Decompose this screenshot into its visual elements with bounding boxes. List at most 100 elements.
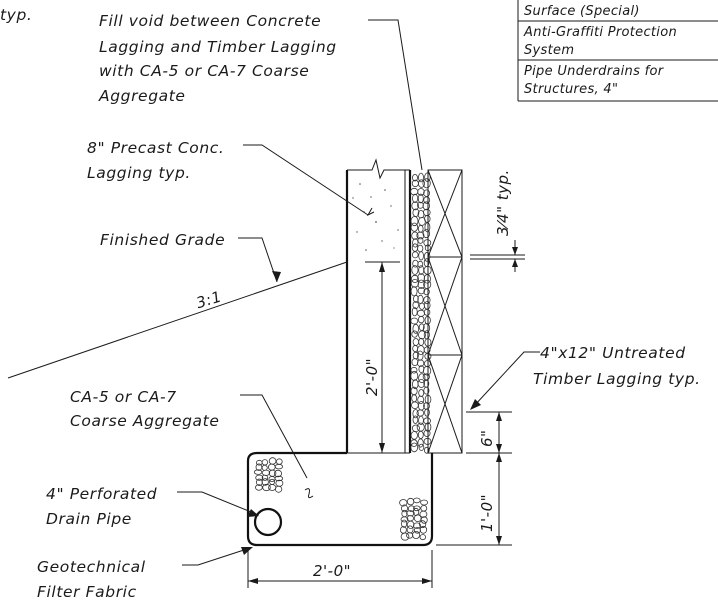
aggregate-stone	[418, 373, 426, 384]
lagging-height-dimension: 2'-0"	[363, 358, 381, 396]
aggregate-stone	[418, 520, 427, 529]
aggregate-stone	[255, 474, 264, 481]
aggregate-stone	[412, 301, 419, 310]
aggregate-stone	[422, 365, 432, 376]
aggregate-stone	[419, 510, 428, 518]
aggregate-stone	[413, 294, 419, 303]
aggregate-stone	[417, 179, 425, 188]
aggregate-stone	[406, 520, 415, 529]
aggregate-stone	[410, 187, 419, 196]
drain-pipe-label-line2: Drain Pipe	[46, 510, 132, 528]
aggregate-stone	[418, 443, 425, 451]
aggregate-stone	[261, 474, 269, 481]
aggregate-stone	[423, 196, 431, 204]
aggregate-stone	[410, 286, 418, 297]
aggregate-stone	[423, 239, 432, 247]
aggregate-stone	[411, 401, 419, 410]
aggregate-stone	[417, 224, 424, 233]
pay-item-table: Surface (Special) Anti-Graffiti Protecti…	[517, 0, 718, 102]
aggregate-stone	[423, 274, 431, 284]
aggregate-stone	[261, 459, 269, 466]
aggregate-stone	[417, 438, 424, 448]
aggregate-stone	[261, 469, 271, 476]
aggregate-stone	[274, 463, 283, 470]
aggregate-stone	[412, 415, 419, 424]
aggregate-stone	[410, 222, 419, 232]
aggregate-stone	[411, 330, 418, 338]
aggregate-stone	[417, 244, 424, 253]
aggregate-stone	[275, 458, 283, 465]
aggregate-stone	[412, 522, 421, 529]
aggregate-stone	[411, 358, 419, 367]
aggregate-stone	[410, 431, 418, 440]
fill-void-label-line2: Lagging and Timber Lagging	[99, 38, 337, 56]
table-row-anti-graffiti: Anti-Graffiti Protection	[523, 25, 677, 40]
aggregate-stone	[417, 395, 425, 404]
aggregate-stone	[261, 464, 268, 471]
timber-label-line2: Timber Lagging typ.	[533, 370, 701, 388]
aggregate-stone	[419, 534, 426, 541]
aggregate-stone	[422, 323, 431, 334]
aggregate-stone	[412, 409, 419, 419]
aggregate-stone	[410, 274, 419, 283]
timber-lagging-boards	[427, 169, 463, 454]
aggregate-stone	[412, 497, 421, 504]
break-squiggle	[304, 488, 314, 499]
aggregate-stone	[410, 442, 419, 453]
aggregate-stone	[412, 344, 419, 353]
fill-void-label-line1: Fill void between Concrete	[99, 12, 321, 30]
aggregate-stone	[422, 373, 430, 381]
fill-void-label-line3: with CA-5 or CA-7 Coarse	[99, 62, 309, 80]
aggregate-stone	[422, 229, 430, 239]
aggregate-stone	[401, 504, 408, 513]
aggregate-stone	[400, 516, 409, 523]
aggregate-stone	[423, 417, 431, 425]
drain-pipe-label-line1: 4" Perforated	[46, 485, 157, 503]
aggregate-stone	[412, 238, 419, 248]
aggregate-stone	[417, 279, 426, 290]
aggregate-stone	[411, 243, 419, 252]
aggregate-stone	[418, 315, 425, 324]
aggregate-stone	[418, 302, 425, 310]
table-row-surface: Surface (Special)	[524, 4, 640, 19]
aggregate-stone	[417, 188, 425, 196]
aggregate-stone	[417, 345, 425, 356]
aggregate-stone	[420, 499, 429, 506]
aggregate-stone	[423, 330, 430, 340]
aggregate-stone	[416, 309, 425, 317]
aggregate-stone	[410, 439, 418, 447]
aggregate-stone	[412, 338, 420, 346]
aggregate-stone	[424, 222, 431, 233]
aggregate-stone	[410, 366, 418, 374]
aggregate-stone	[412, 173, 418, 182]
aggregate-stone	[267, 463, 276, 471]
aggregate-stone	[418, 330, 426, 340]
slope-label: 3:1	[194, 287, 224, 312]
aggregate-stone	[401, 519, 408, 528]
aggregate-stone	[411, 201, 420, 211]
aggregate-stone	[274, 475, 284, 482]
aggregate-stone	[261, 478, 269, 486]
aggregate-stone	[416, 231, 425, 240]
typ-corner-label: typ.	[0, 6, 32, 24]
six-inch-dimension: 6"	[478, 430, 496, 447]
aggregate-stone	[424, 214, 431, 223]
aggregate-stone	[269, 478, 276, 485]
aggregate-stone	[268, 457, 277, 465]
precast-concrete-lagging	[345, 158, 412, 454]
aggregate-stone	[412, 323, 420, 334]
precast-label-line2: Lagging typ.	[87, 164, 191, 182]
aggregate-stone	[418, 337, 425, 346]
typ-gap-dimension: 3⁄4" typ.	[494, 169, 512, 236]
aggregate-stone	[424, 408, 430, 417]
aggregate-stone	[416, 422, 425, 432]
one-foot-dimension: 1'-0"	[478, 494, 496, 532]
aggregate-stone	[410, 278, 419, 288]
aggregate-stone	[411, 307, 418, 317]
aggregate-stone	[423, 288, 430, 296]
aggregate-stone	[423, 296, 431, 305]
table-row-pipe-underdrains: Pipe Underdrains for	[524, 64, 665, 79]
aggregate-stone	[422, 201, 430, 211]
perforated-drain-pipe	[253, 507, 283, 537]
